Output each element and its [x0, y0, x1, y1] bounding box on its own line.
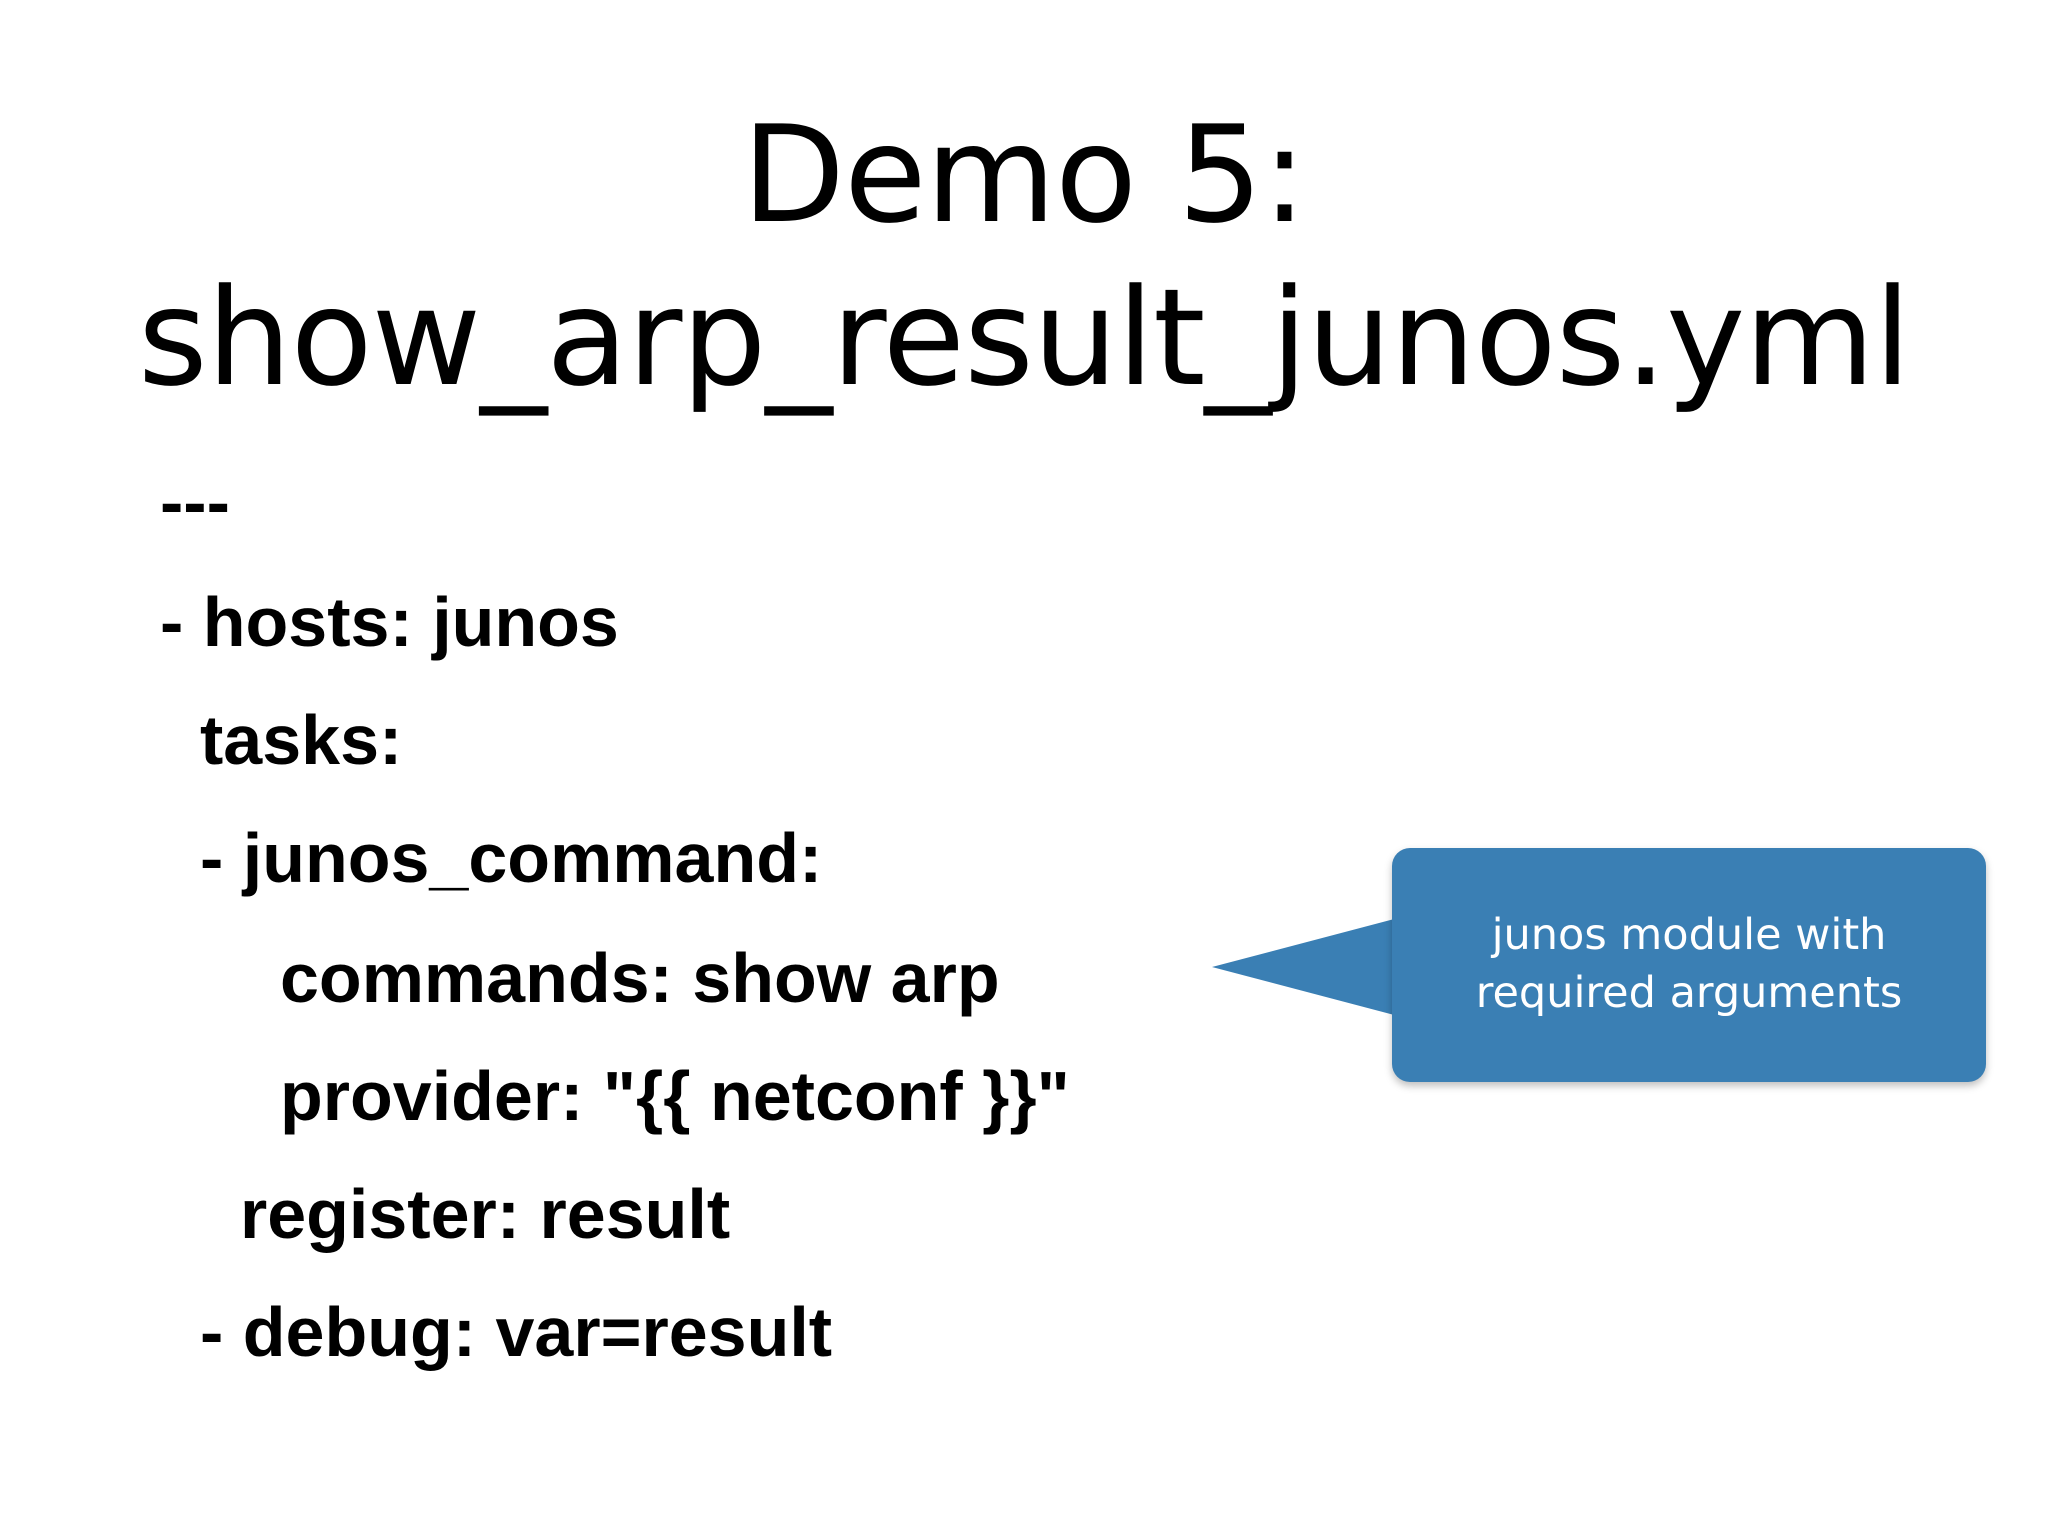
- code-line-document-start: ---: [160, 463, 230, 541]
- slide-title-line2: show_arp_result_junos.yml: [137, 260, 1911, 416]
- callout-pointer: [1212, 917, 1402, 1017]
- callout-text-line2: required arguments: [1475, 968, 1903, 1018]
- code-line-tasks: tasks:: [200, 701, 403, 779]
- code-line-commands: commands: show arp: [280, 939, 1000, 1017]
- code-line-junos-command: - junos_command:: [200, 819, 823, 897]
- slide-title-line1: Demo 5:: [741, 97, 1307, 253]
- callout-text-line1: junos module with: [1491, 910, 1887, 960]
- code-line-debug: - debug: var=result: [200, 1293, 833, 1371]
- callout-bubble: junos module with required arguments: [1392, 848, 1986, 1082]
- code-line-hosts: - hosts: junos: [160, 583, 619, 661]
- code-line-register: register: result: [240, 1175, 731, 1253]
- code-line-provider: provider: "{{ netconf }}": [280, 1057, 1070, 1135]
